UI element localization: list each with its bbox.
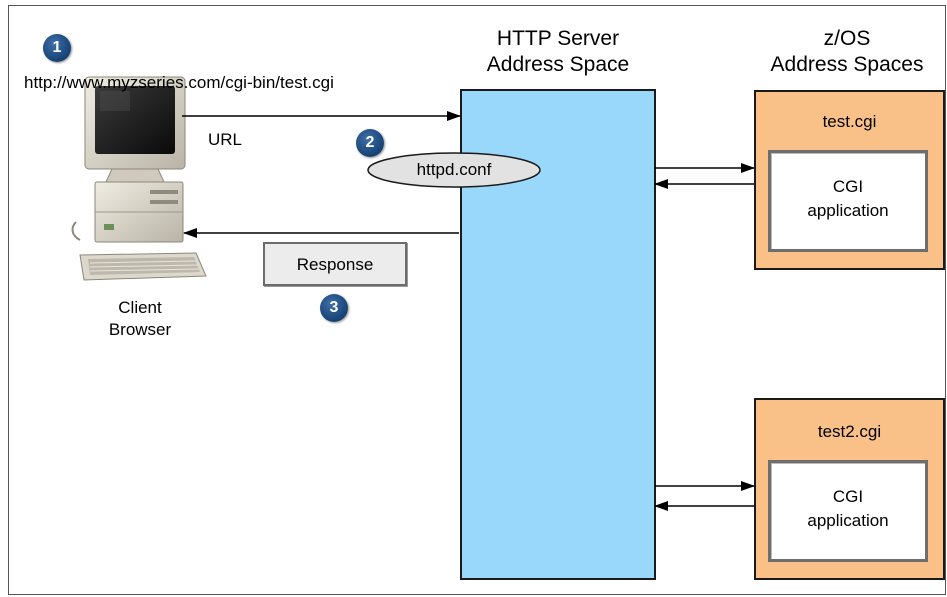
- address-space-name: test2.cgi: [817, 422, 882, 441]
- step-2-badge: 2: [356, 129, 384, 157]
- httpd-conf-ellipse: [367, 152, 541, 188]
- zos-address-space-test-cgi: test.cgi CGI application: [754, 90, 945, 270]
- step-3-badge: 3: [320, 294, 348, 322]
- cgi-app-label-line2: application: [807, 201, 889, 220]
- http-server-title-line2: Address Space: [486, 53, 630, 76]
- diagram-frame: [8, 5, 946, 595]
- url-arrow-label: URL: [208, 130, 243, 149]
- client-url-text: http://www.myzseries.com/cgi-bin/test.cg…: [24, 73, 334, 92]
- client-label-line1: Client: [118, 298, 162, 317]
- http-server-title-line1: HTTP Server: [496, 27, 620, 50]
- cgi-app-label-line2: application: [807, 511, 889, 530]
- zos-address-space-test2-cgi: test2.cgi CGI application: [754, 398, 945, 580]
- cgi-application-box: CGI application: [768, 460, 928, 562]
- response-label: Response: [296, 255, 374, 274]
- httpd-conf-label: httpd.conf: [416, 160, 492, 179]
- cgi-app-label-line1: CGI: [832, 487, 864, 506]
- address-space-name: test.cgi: [822, 112, 877, 131]
- zos-title-line1: z/OS: [823, 27, 871, 50]
- cgi-app-label-line1: CGI: [832, 177, 864, 196]
- cgi-application-box: CGI application: [768, 150, 928, 252]
- client-computer-icon: [71, 76, 207, 281]
- step-1-badge: 1: [43, 34, 71, 62]
- client-label-line2: Browser: [108, 320, 172, 339]
- response-box: Response: [263, 242, 407, 286]
- zos-title-line2: Address Spaces: [770, 53, 924, 76]
